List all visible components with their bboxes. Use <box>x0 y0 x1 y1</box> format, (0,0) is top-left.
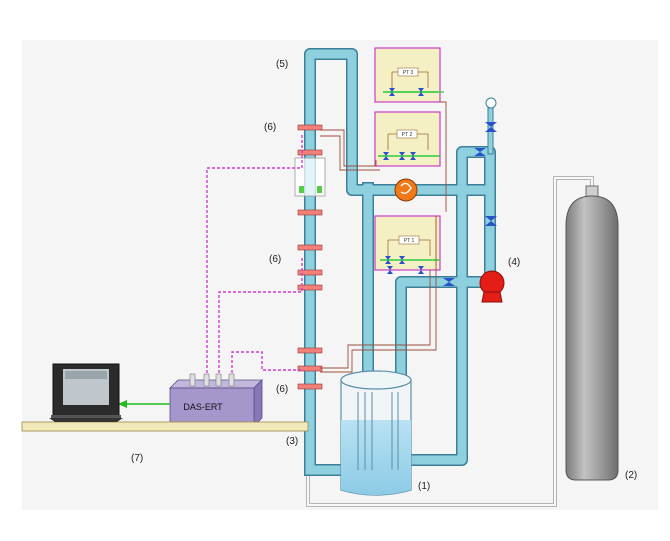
label-tank: (1) <box>418 481 430 492</box>
flowmeter <box>394 178 418 202</box>
data-link-arrow <box>118 400 170 408</box>
pt3-label: PT 3 <box>403 70 414 76</box>
gas-supply-line-inner <box>307 177 593 506</box>
label-ert-upper: (6) <box>264 122 276 133</box>
label-ert-lower: (6) <box>276 384 288 395</box>
das-ert-unit: DAS-ERT <box>169 373 263 427</box>
label-ert-middle: (6) <box>269 254 281 265</box>
table <box>21 421 309 432</box>
background-panel <box>22 40 658 510</box>
water-tank <box>340 370 412 496</box>
computer-icon <box>49 363 123 422</box>
label-riser: (5) <box>276 59 288 70</box>
ert-signal-lines <box>206 134 303 383</box>
label-3: (3) <box>286 436 298 447</box>
label-computer: (7) <box>131 453 143 464</box>
pump <box>479 270 505 303</box>
gas-cylinder <box>565 185 619 481</box>
pt-valves <box>383 88 424 274</box>
pt1-panel: PT 1 <box>374 215 441 271</box>
pt1-label: PT 1 <box>404 238 415 244</box>
pt3-panel: PT 3 <box>374 47 444 103</box>
viewing-section <box>294 157 326 197</box>
ert-flanges <box>297 124 323 390</box>
line-valves <box>443 122 497 286</box>
label-pump: (4) <box>508 257 520 268</box>
pressure-tap-lines <box>320 101 447 373</box>
pt2-label: PT 2 <box>402 132 413 138</box>
label-gas-cylinder: (2) <box>625 470 637 481</box>
das-ert-label: DAS-ERT <box>183 402 223 412</box>
